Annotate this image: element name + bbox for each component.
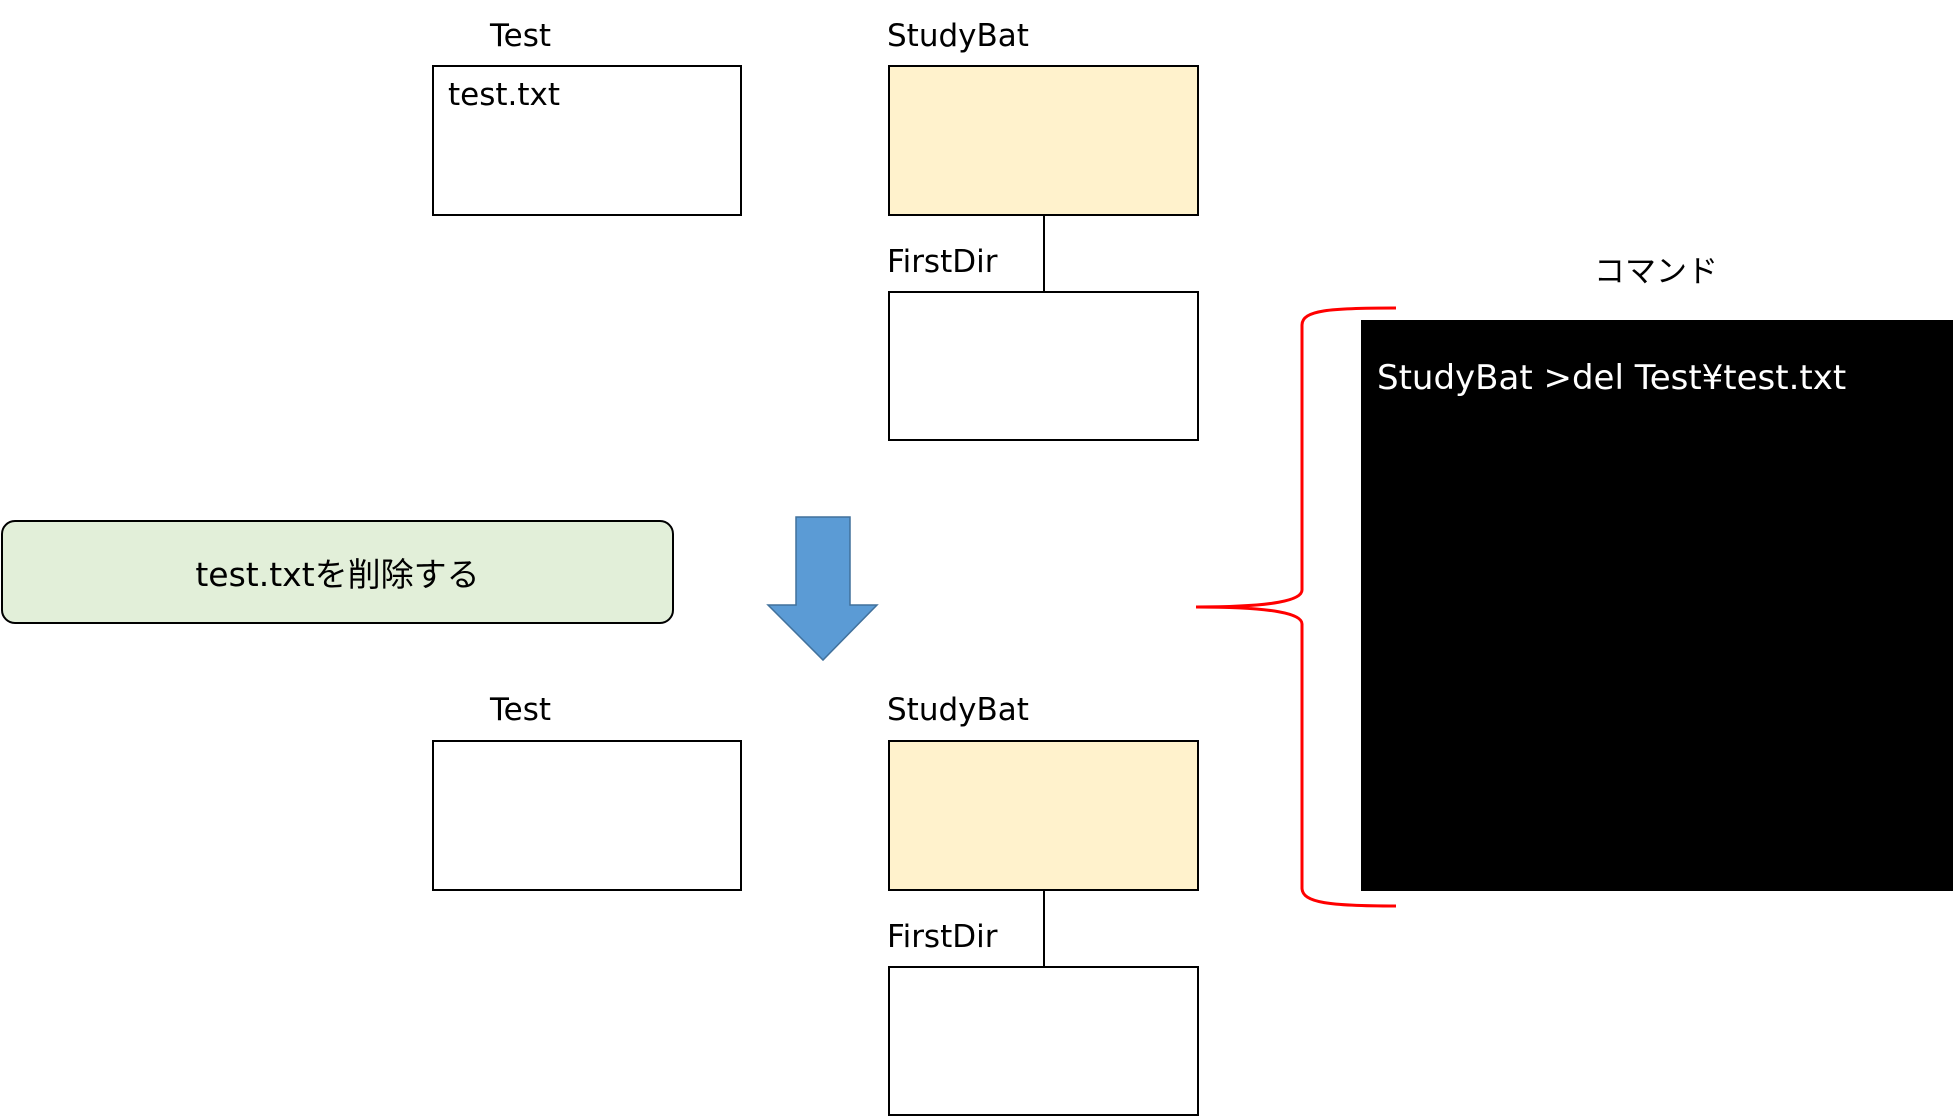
command-line: StudyBat >del Test¥test.txt (1377, 358, 1847, 398)
before-studybat-folder-label: StudyBat (887, 18, 1029, 54)
before-test-file-label: test.txt (448, 77, 561, 113)
after-folder-connector (1043, 891, 1045, 967)
command-terminal: StudyBat >del Test¥test.txt (1361, 320, 1953, 891)
before-studybat-folder-box (888, 65, 1199, 216)
down-arrow (766, 516, 879, 662)
before-test-folder-label: Test (490, 18, 552, 54)
after-studybat-folder-label: StudyBat (887, 692, 1029, 728)
before-firstdir-folder-box (888, 291, 1199, 441)
after-test-folder-label: Test (490, 692, 552, 728)
after-test-folder-box (432, 740, 742, 891)
before-folder-connector (1043, 216, 1045, 292)
before-firstdir-folder-label: FirstDir (887, 244, 998, 280)
curly-brace (1195, 306, 1397, 908)
command-title: コマンド (1594, 254, 1718, 290)
after-firstdir-folder-box (888, 966, 1199, 1116)
after-firstdir-folder-label: FirstDir (887, 919, 998, 955)
before-test-folder-box: test.txt (432, 65, 742, 216)
after-studybat-folder-box (888, 740, 1199, 891)
action-note: test.txtを削除する (1, 520, 674, 624)
